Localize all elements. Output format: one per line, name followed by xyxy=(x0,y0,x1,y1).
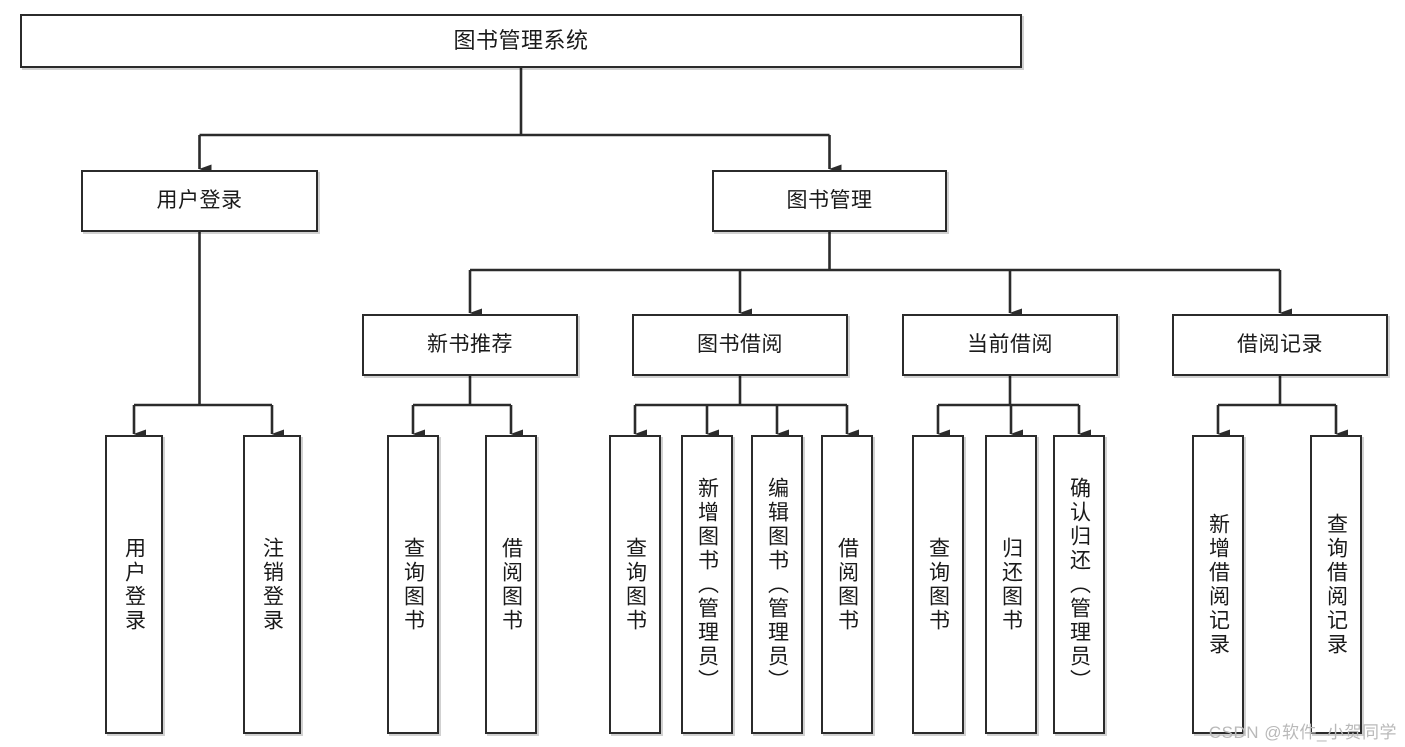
node-leaf-borrow-book-2[interactable]: 借阅图书 xyxy=(821,435,873,734)
node-leaf-user-logout[interactable]: 注销登录 xyxy=(243,435,301,734)
node-leaf-edit-book[interactable]: 编辑图书（管理员） xyxy=(751,435,803,734)
node-label-current-borrow: 当前借阅 xyxy=(967,333,1053,357)
node-label-leaf-query-book-1: 查询图书 xyxy=(401,536,425,633)
node-new-book-recommend[interactable]: 新书推荐 xyxy=(362,314,578,376)
node-label-user-login: 用户登录 xyxy=(156,189,243,213)
node-leaf-query-book-1[interactable]: 查询图书 xyxy=(387,435,439,734)
node-leaf-add-record[interactable]: 新增借阅记录 xyxy=(1192,435,1244,734)
node-leaf-return-book[interactable]: 归还图书 xyxy=(985,435,1037,734)
node-label-leaf-confirm-return: 确认归还（管理员） xyxy=(1067,476,1091,693)
csdn-watermark: CSDN @软件_小贺同学 xyxy=(1208,723,1397,742)
node-leaf-add-book[interactable]: 新增图书（管理员） xyxy=(681,435,733,734)
node-book-borrow[interactable]: 图书借阅 xyxy=(632,314,848,376)
node-leaf-borrow-book-1[interactable]: 借阅图书 xyxy=(485,435,537,734)
node-label-leaf-query-record: 查询借阅记录 xyxy=(1324,512,1348,657)
node-label-leaf-return-book: 归还图书 xyxy=(999,536,1023,633)
node-borrow-record[interactable]: 借阅记录 xyxy=(1172,314,1388,376)
node-label-leaf-add-record: 新增借阅记录 xyxy=(1206,512,1230,657)
node-label-leaf-borrow-book-1: 借阅图书 xyxy=(499,536,523,633)
node-label-book-manage: 图书管理 xyxy=(786,189,873,213)
node-label-new-book-recommend: 新书推荐 xyxy=(427,333,513,357)
node-user-login[interactable]: 用户登录 xyxy=(81,170,318,232)
node-label-leaf-query-book-2: 查询图书 xyxy=(623,536,647,633)
node-leaf-query-book-2[interactable]: 查询图书 xyxy=(609,435,661,734)
node-current-borrow[interactable]: 当前借阅 xyxy=(902,314,1118,376)
node-label-borrow-record: 借阅记录 xyxy=(1237,333,1323,357)
node-leaf-query-book-3[interactable]: 查询图书 xyxy=(912,435,964,734)
node-label-leaf-user-login: 用户登录 xyxy=(122,536,146,633)
node-label-leaf-user-logout: 注销登录 xyxy=(260,536,284,633)
node-leaf-confirm-return[interactable]: 确认归还（管理员） xyxy=(1053,435,1105,734)
node-label-leaf-query-book-3: 查询图书 xyxy=(926,536,950,633)
node-label-leaf-borrow-book-2: 借阅图书 xyxy=(835,536,859,633)
node-label-leaf-edit-book: 编辑图书（管理员） xyxy=(765,476,789,693)
node-book-manage[interactable]: 图书管理 xyxy=(712,170,947,232)
node-label-root: 图书管理系统 xyxy=(453,27,589,53)
node-root[interactable]: 图书管理系统 xyxy=(20,14,1022,68)
node-leaf-user-login[interactable]: 用户登录 xyxy=(105,435,163,734)
node-label-book-borrow: 图书借阅 xyxy=(697,333,783,357)
node-label-leaf-add-book: 新增图书（管理员） xyxy=(695,476,719,693)
node-leaf-query-record[interactable]: 查询借阅记录 xyxy=(1310,435,1362,734)
